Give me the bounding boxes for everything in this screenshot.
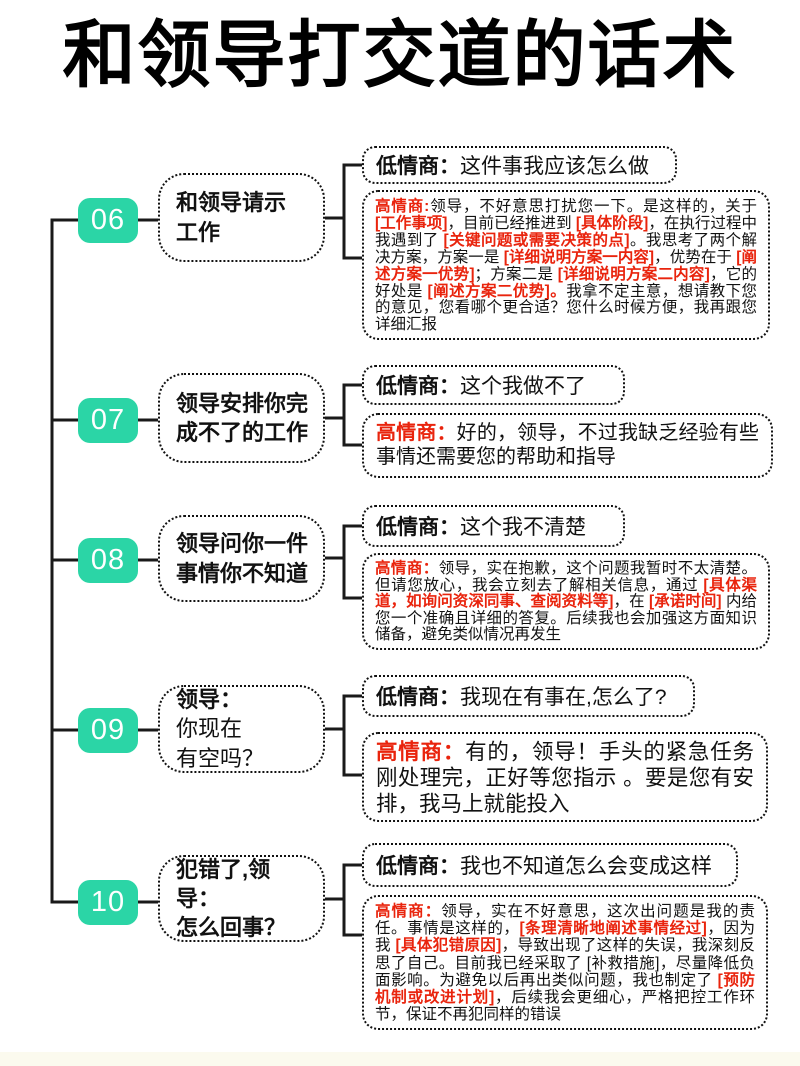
section-10-low-eq-box: 低情商：我也不知道怎么会变成这样 <box>362 843 738 887</box>
connector-section-08 <box>50 524 364 600</box>
connector-section-06 <box>50 163 364 260</box>
section-10-high-eq-box: 高情商：领导，实在不好意思，这次出问题是我的责任。事情是这样的，[条理清晰地阐述… <box>362 895 768 1030</box>
section-08-number-badge: 08 <box>78 538 138 583</box>
page-title: 和领导打交道的话术 <box>62 15 738 96</box>
section-09-number-badge: 09 <box>78 708 138 753</box>
section-07-number-badge: 07 <box>78 398 138 443</box>
bottom-strip <box>0 1052 800 1066</box>
section-06-number-badge: 06 <box>78 198 138 243</box>
connector-section-09 <box>50 694 364 777</box>
section-08-scenario-box: 领导问你一件 事情你不知道 <box>158 515 325 602</box>
section-09-scenario-box: 领导：你现在 有空吗？ <box>158 685 325 773</box>
section-06-low-eq-box: 低情商：这件事我应该怎么做 <box>362 146 677 184</box>
connector-section-07 <box>50 383 364 447</box>
section-10-scenario-box: 犯错了,领导： 怎么回事？ <box>158 855 325 942</box>
connector-section-10 <box>50 863 364 937</box>
section-07-low-eq-box: 低情商：这个我做不了 <box>362 365 625 405</box>
section-06-scenario-box: 和领导请示 工作 <box>158 173 325 262</box>
section-06-high-eq-box: 高情商:领导，不好意思打扰您一下。是这样的，关于 [工作事项]，目前已经推进到 … <box>362 190 770 340</box>
section-09-high-eq-box: 高情商：有的，领导！手头的紧急任务刚处理完，正好等您指示 。要是您有安排，我马上… <box>362 732 768 822</box>
section-08-low-eq-box: 低情商：这个我不清楚 <box>362 505 625 547</box>
section-08-high-eq-box: 高情商：领导，实在抱歉，这个问题我暂时不太清楚。但请您放心，我会立刻去了解相关信… <box>362 553 770 650</box>
section-09-low-eq-box: 低情商：我现在有事在,怎么了? <box>362 675 695 717</box>
section-07-high-eq-box: 高情商：好的，领导，不过我缺乏经验有些事情还需要您的帮助和指导 <box>362 413 773 478</box>
section-07-scenario-box: 领导安排你完 成不了的工作 <box>158 373 325 463</box>
section-10-number-badge: 10 <box>78 880 138 925</box>
